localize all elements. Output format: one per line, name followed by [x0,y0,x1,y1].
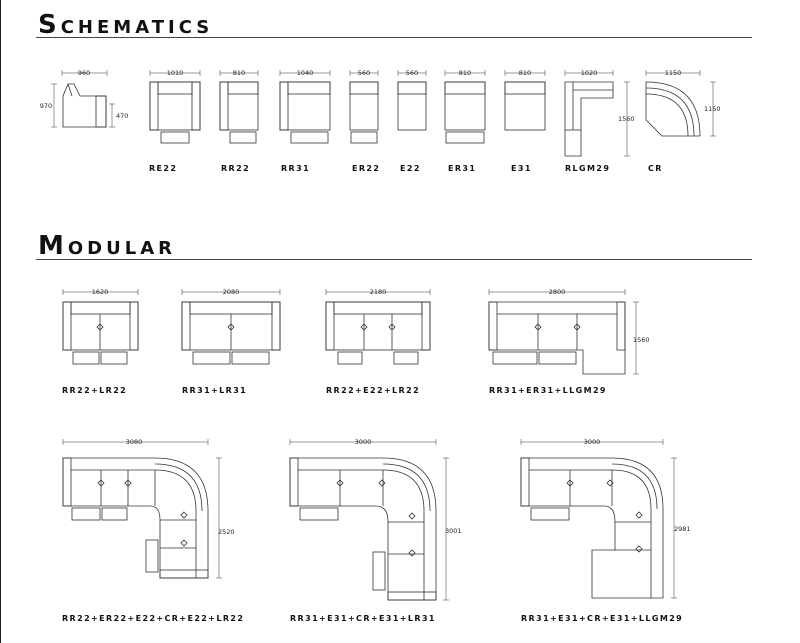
schematic-side-profile: 960 970 470 [40,69,128,128]
modular-rr22-lr22: 1620 [62,288,139,365]
dim-modular-7-width: 3000 [584,438,601,446]
dim-rr31-width: 1040 [297,69,314,77]
dim-e31-width: 810 [519,69,531,77]
dim-side-width: 960 [78,69,90,77]
schematic-rr22: 810 [219,69,259,144]
schematic-code-re22: RE22 [149,164,178,173]
modular-code-2: RR31+LR31 [182,386,248,395]
dim-er31-width: 810 [459,69,471,77]
dim-modular-2-width: 2080 [223,288,240,296]
section-rule-modular [36,259,752,260]
dim-er22-width: 560 [358,69,370,77]
schematic-code-er31: ER31 [448,164,477,173]
dim-modular-5-depth: 2520 [218,528,235,536]
schematic-code-rr22: RR22 [221,164,251,173]
schematic-code-e22: E22 [400,164,421,173]
modular-rr22-e22-lr22: 2180 [325,288,431,365]
dim-modular-6-depth: 3001 [445,527,462,535]
schematic-cr: 1150 1150 [645,69,721,137]
schematic-re22: 1010 [149,69,201,144]
dim-rlgm29-width: 1020 [581,69,598,77]
section-rule-schematics [36,37,752,38]
dim-modular-4-depth: 1560 [633,336,650,344]
dim-modular-1-width: 1620 [92,288,109,296]
dim-e22-width: 560 [406,69,418,77]
modular-corner-3: 3000 2981 [520,438,691,599]
schematic-rlgm29: 1020 1560 [564,69,635,157]
section-title-modular: Modular [38,231,176,261]
dim-re22-width: 1010 [167,69,184,77]
page-frame-edge [0,0,1,643]
schematic-code-rr31: RR31 [281,164,311,173]
schematic-rr31: 1040 [279,69,331,144]
schematic-e22: 560 [397,69,427,131]
schematic-er22: 560 [349,69,379,144]
modular-code-7: RR31+E31+CR+E31+LLGM29 [521,614,684,623]
dim-rlgm29-depth: 1560 [618,115,635,123]
dim-modular-3-width: 2180 [370,288,387,296]
modular-code-3: RR22+E22+LR22 [326,386,421,395]
modular-code-4: RR31+ER31+LLGM29 [489,386,607,395]
modular-code-5: RR22+ER22+E22+CR+E22+LR22 [62,614,245,623]
schematic-code-er22: ER22 [352,164,381,173]
dim-rr22-width: 810 [233,69,245,77]
dim-modular-7-depth: 2981 [674,525,691,533]
dim-side-height: 970 [40,102,52,110]
dim-side-seat: 470 [116,112,128,120]
schematic-e31: 810 [504,69,546,131]
schematic-code-cr: CR [648,164,663,173]
dim-cr-width: 1150 [665,69,682,77]
schematic-er31: 810 [444,69,486,144]
dim-modular-5-width: 3080 [126,438,143,446]
modular-rr31-er31-llgm29: 2800 1560 [488,288,650,375]
modular-rr31-lr31: 2080 [181,288,281,365]
modular-corner-2: 3000 3001 [289,438,462,601]
section-title-schematics: Schematics [38,10,214,40]
dim-modular-4-width: 2800 [549,288,566,296]
modular-corner-1: 3080 2520 [62,438,235,579]
schematic-code-e31: E31 [511,164,532,173]
dim-modular-6-width: 3000 [355,438,372,446]
schematic-code-rlgm29: RLGM29 [565,164,611,173]
modular-code-6: RR31+E31+CR+E31+LR31 [290,614,436,623]
modular-code-1: RR22+LR22 [62,386,128,395]
dim-cr-depth: 1150 [704,105,721,113]
